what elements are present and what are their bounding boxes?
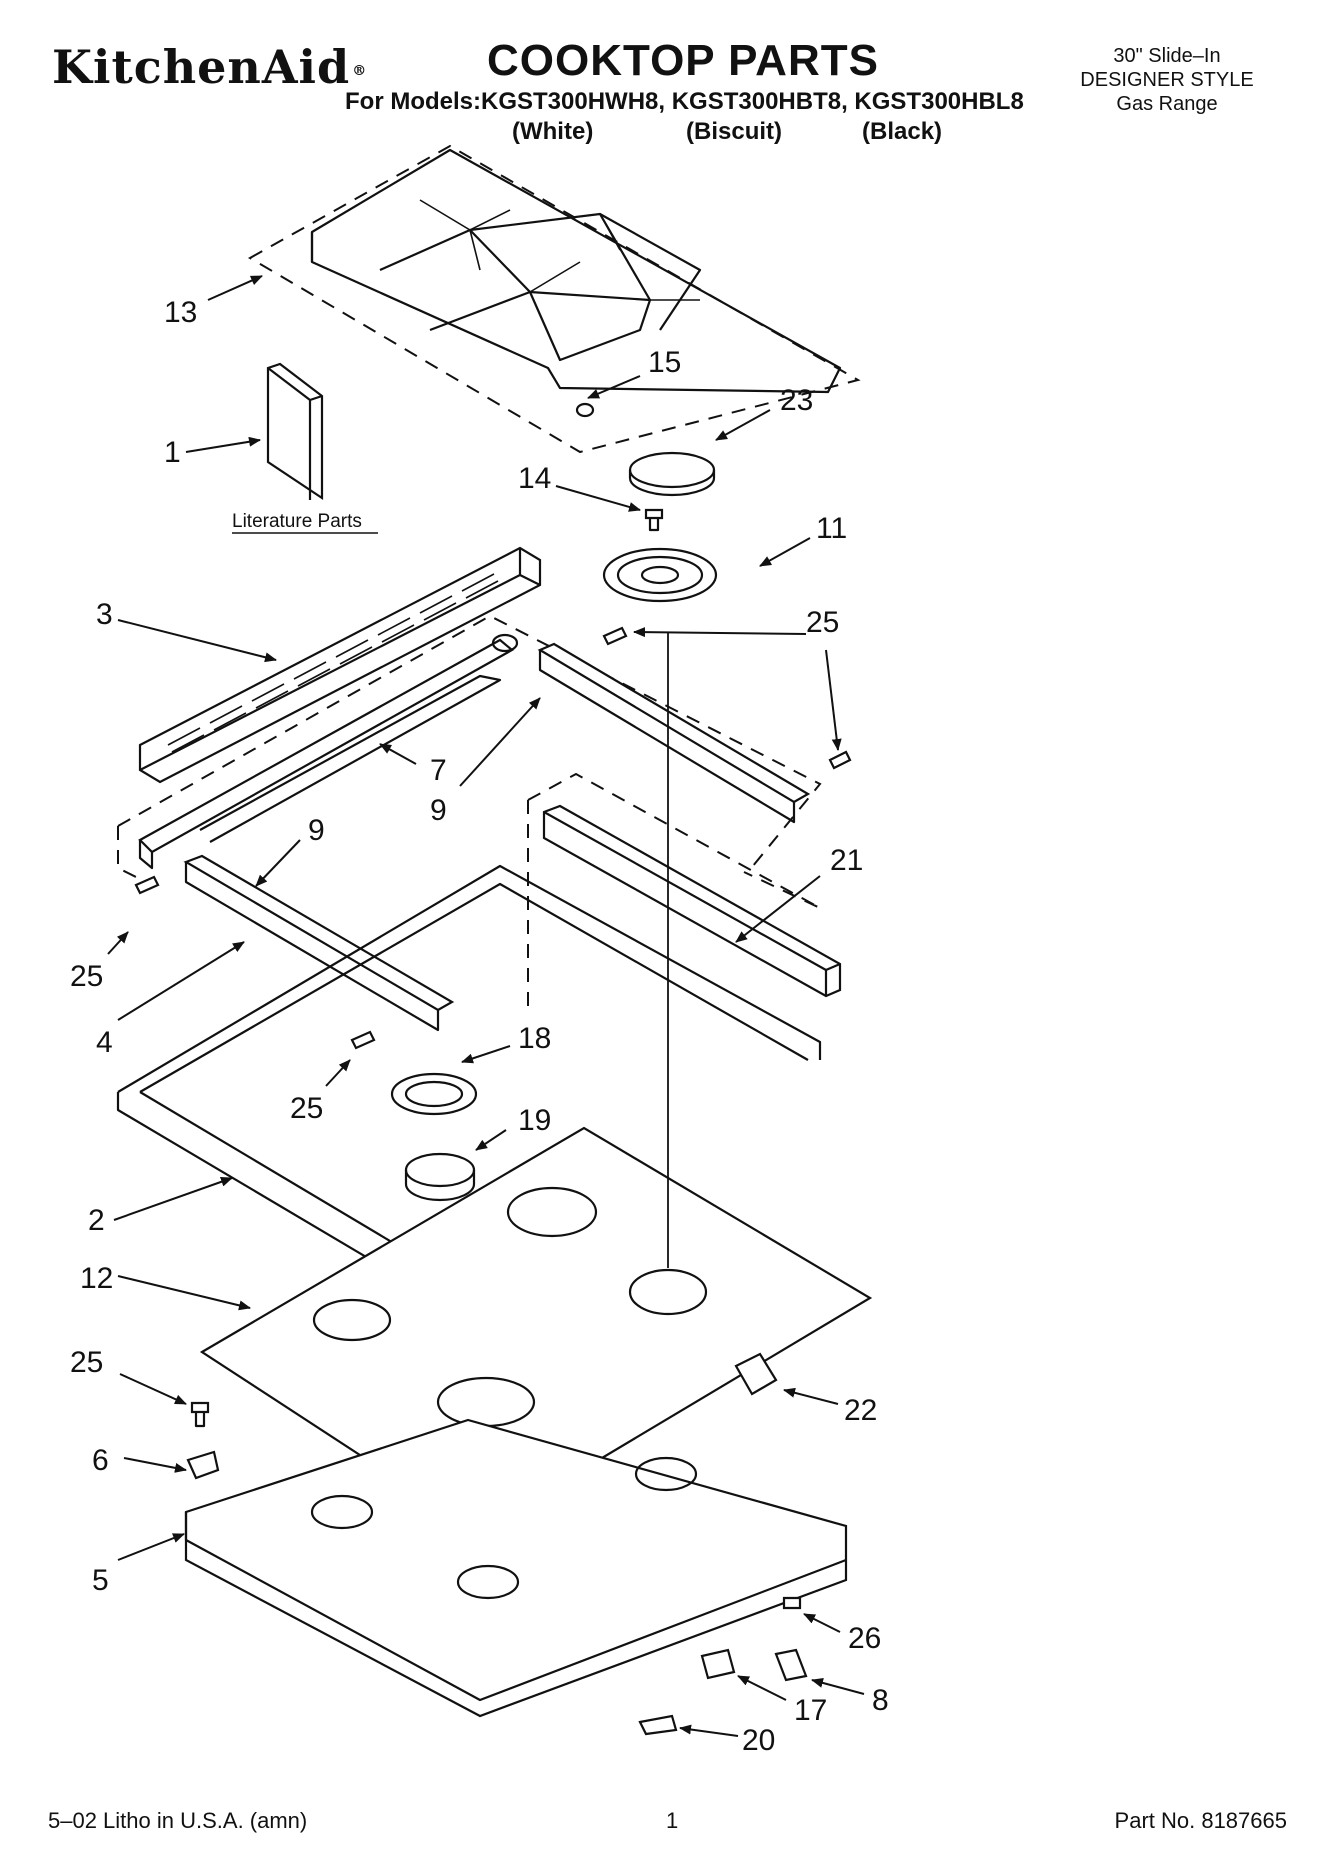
callout-6: 6 bbox=[92, 1444, 109, 1477]
litho-info: 5–02 Litho in U.S.A. (amn) bbox=[48, 1808, 308, 1833]
small-parts bbox=[186, 1352, 808, 1736]
product-description: 30" Slide–In DESIGNER STYLE Gas Range bbox=[1057, 44, 1277, 116]
callout-14: 14 bbox=[518, 462, 551, 495]
literature-label: Literature Parts bbox=[232, 511, 362, 532]
callout-1: 1 bbox=[164, 436, 181, 469]
part-number: Part No. 8187665 bbox=[1114, 1808, 1287, 1833]
callout-21: 21 bbox=[830, 844, 863, 877]
part-13-grate bbox=[247, 144, 861, 454]
callout-25-d: 25 bbox=[70, 1346, 103, 1379]
product-style: DESIGNER STYLE bbox=[1080, 69, 1254, 91]
variant-white: (White) bbox=[512, 118, 594, 145]
brand-logo: KitchenAid® bbox=[52, 40, 367, 94]
part-23-burner-cap bbox=[628, 451, 716, 497]
part-9-right-bracket bbox=[537, 642, 811, 824]
callout-4: 4 bbox=[96, 1026, 113, 1059]
part-7-channel bbox=[117, 614, 822, 885]
callout-9-a: 9 bbox=[430, 794, 447, 827]
variant-biscuit: (Biscuit) bbox=[686, 118, 782, 145]
brand-name: KitchenAid bbox=[52, 40, 351, 94]
callout-labels: 13 15 23 1 14 11 3 25 7 9 9 21 25 4 18 2… bbox=[70, 296, 889, 1757]
part-14-screw bbox=[644, 508, 664, 532]
callout-9-b: 9 bbox=[308, 814, 325, 847]
callout-arrows bbox=[107, 275, 865, 1737]
callout-13: 13 bbox=[164, 296, 197, 329]
callout-7: 7 bbox=[430, 754, 447, 787]
callout-5: 5 bbox=[92, 1564, 109, 1597]
callout-25-b: 25 bbox=[70, 960, 103, 993]
part-3-vent-trim bbox=[138, 546, 542, 784]
callout-22: 22 bbox=[844, 1394, 877, 1427]
callout-20: 20 bbox=[742, 1724, 775, 1757]
callout-15: 15 bbox=[648, 346, 681, 379]
callout-25-c: 25 bbox=[290, 1092, 323, 1125]
part-25-screws bbox=[134, 626, 852, 1428]
callout-17: 17 bbox=[794, 1694, 827, 1727]
callout-23: 23 bbox=[780, 384, 813, 417]
part-18-19-burner bbox=[390, 1072, 478, 1202]
part-5-burner-box bbox=[184, 1418, 848, 1718]
callout-18: 18 bbox=[518, 1022, 551, 1055]
page-number: 1 bbox=[666, 1808, 679, 1833]
callout-25-a: 25 bbox=[806, 606, 839, 639]
models-line: For Models:KGST300HWH8, KGST300HBT8, KGS… bbox=[345, 88, 1024, 115]
page-title: COOKTOP PARTS bbox=[487, 36, 879, 85]
part-9-left-bracket bbox=[183, 854, 455, 1032]
part-21-strip bbox=[527, 772, 842, 1010]
product-type: Gas Range bbox=[1116, 93, 1218, 115]
registered-mark: ® bbox=[352, 63, 368, 79]
callout-2: 2 bbox=[88, 1204, 105, 1237]
callout-26: 26 bbox=[848, 1622, 881, 1655]
callout-19: 19 bbox=[518, 1104, 551, 1137]
callout-3: 3 bbox=[96, 598, 113, 631]
callout-8: 8 bbox=[872, 1684, 889, 1717]
callout-12: 12 bbox=[80, 1262, 113, 1295]
callout-11: 11 bbox=[816, 512, 847, 545]
part-11-burner-base bbox=[602, 547, 718, 603]
variant-black: (Black) bbox=[862, 118, 943, 145]
part-1-literature: Literature Parts bbox=[232, 362, 378, 534]
product-size: 30" Slide–In bbox=[1113, 45, 1221, 67]
